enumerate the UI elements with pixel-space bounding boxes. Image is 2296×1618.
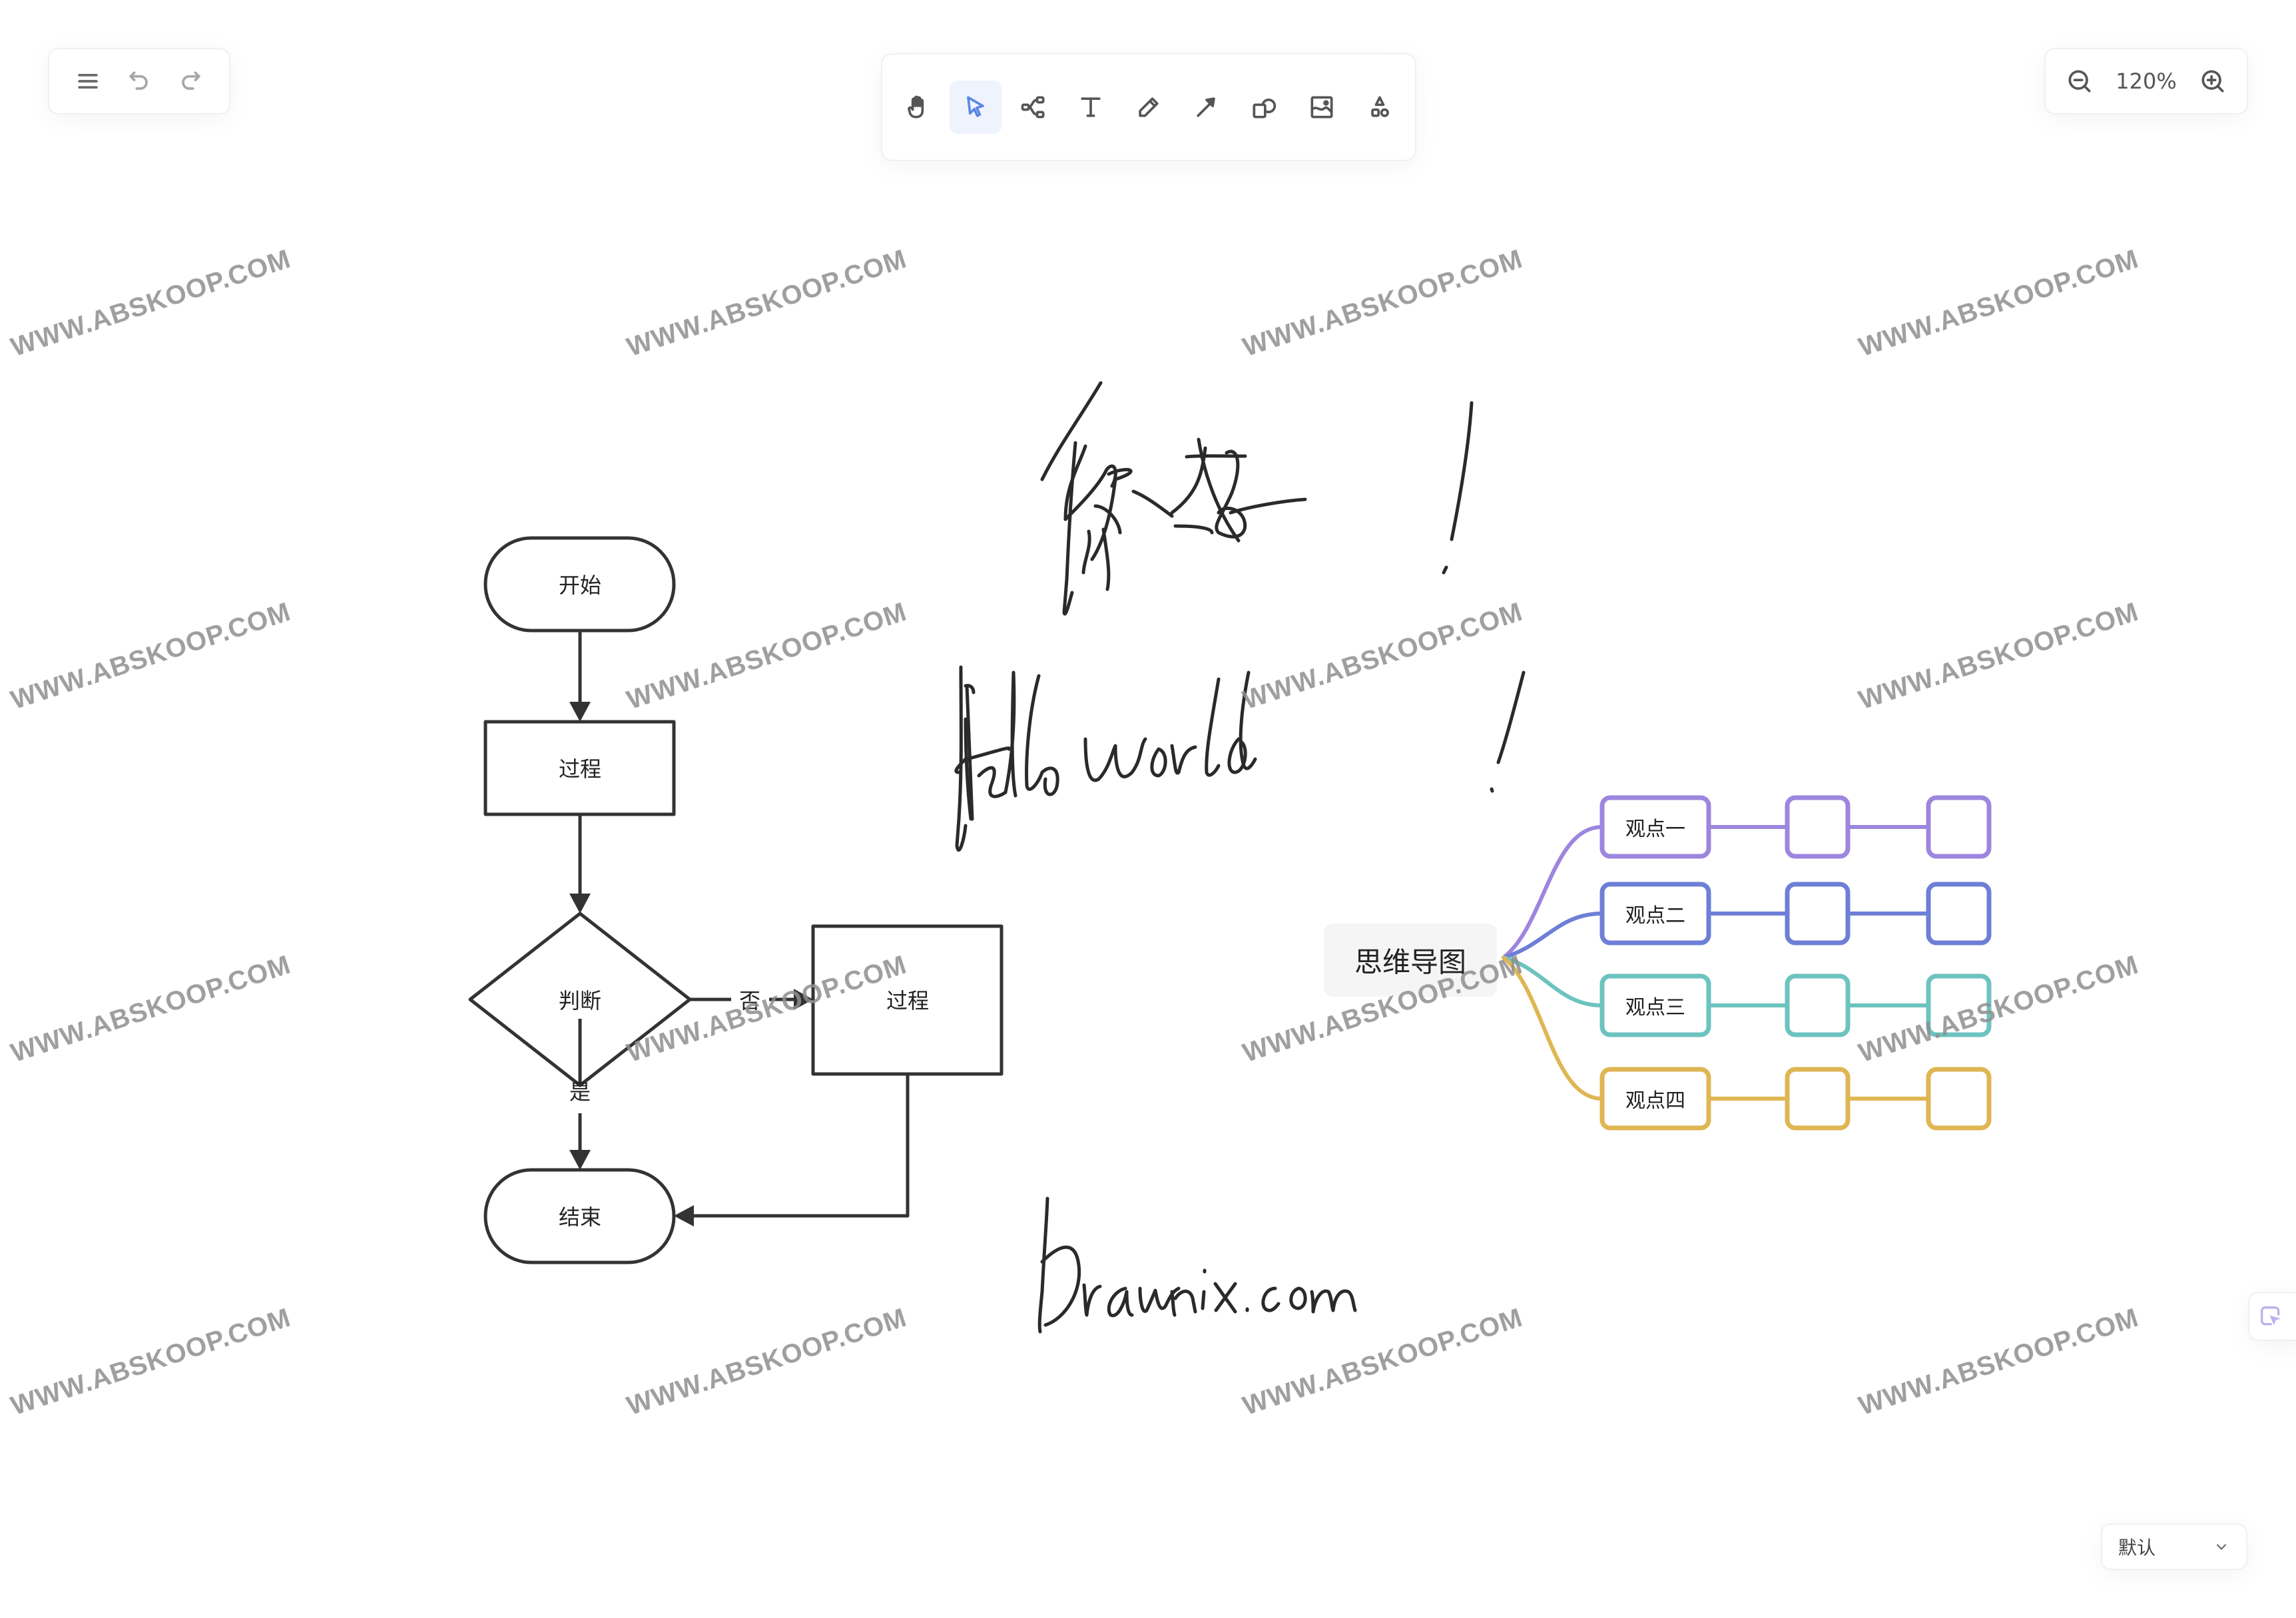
zoom-in-button[interactable] [2191, 59, 2235, 103]
mindmap-node-2[interactable] [1599, 882, 1711, 945]
side-pointer-button[interactable] [2249, 1293, 2296, 1340]
tool-image[interactable] [1296, 81, 1348, 134]
mindmap-branches [1502, 825, 1930, 1101]
arrow-icon [1197, 97, 1215, 117]
theme-select[interactable]: 默认 [2102, 1525, 2246, 1569]
zoom-out-button[interactable] [2058, 59, 2102, 103]
mindmap-root-label: 思维导图 [1354, 945, 1467, 979]
theme-select-value: 默认 [2118, 1537, 2156, 1559]
tool-arrow[interactable] [1180, 81, 1233, 134]
tool-mind-map[interactable] [1007, 81, 1059, 134]
zoom-in-icon [2201, 70, 2224, 93]
flow-label-process-2: 过程 [886, 988, 930, 1013]
mindmap-root[interactable] [1324, 924, 1497, 997]
flow-node-process-1[interactable] [483, 720, 676, 816]
mindmap-node-4-grandchild[interactable] [1926, 1067, 1992, 1131]
flow-edge-process2-end[interactable] [693, 1074, 910, 1218]
flow-label-end: 结束 [558, 1205, 602, 1230]
mindmap-node-2-child[interactable] [1785, 882, 1851, 945]
mindmap-node-3[interactable] [1599, 973, 1711, 1037]
redo-button[interactable] [167, 58, 214, 105]
mind-map-icon [1021, 96, 1045, 119]
undo-button[interactable] [116, 58, 162, 105]
zoom-panel: 120% [2046, 49, 2247, 113]
tool-selection[interactable] [949, 81, 1002, 134]
mindmap-node-3-grandchild[interactable] [1926, 973, 1992, 1037]
mindmap-node-4-label: 观点四 [1625, 1089, 1685, 1113]
mindmap-node-1[interactable] [1599, 795, 1711, 859]
zoom-level[interactable]: 120% [2116, 69, 2177, 94]
mindmap-node-2-grandchild[interactable] [1926, 882, 1992, 945]
chevron-down-icon [2216, 1543, 2227, 1550]
mindmap-node-4[interactable] [1599, 1067, 1711, 1131]
mindmap-node-2-label: 观点二 [1625, 904, 1685, 928]
tool-shape[interactable] [1238, 81, 1291, 134]
mindmap-node-3-child[interactable] [1785, 973, 1851, 1037]
pointer-icon [967, 96, 984, 117]
zoom-out-icon [2068, 70, 2091, 93]
pencil-icon [1139, 97, 1159, 117]
arrowhead-icon [794, 989, 813, 1010]
shape-icon [1253, 99, 1277, 119]
mindmap[interactable] [1324, 795, 1992, 1131]
mindmap-node-1-grandchild[interactable] [1926, 795, 1992, 859]
app-menu-panel [49, 49, 229, 113]
flowchart[interactable] [468, 536, 1004, 1264]
handwriting-hello-world[interactable] [954, 665, 1526, 852]
mindmap-node-1-child[interactable] [1785, 795, 1851, 859]
flow-label-start: 开始 [558, 573, 602, 598]
flow-edge-label-yes: 是 [569, 1079, 591, 1105]
mindmap-node-4-child[interactable] [1785, 1067, 1851, 1131]
undo-icon [129, 71, 148, 90]
tool-text[interactable] [1065, 81, 1117, 134]
extra-shapes-icon [1370, 96, 1389, 117]
hamburger-menu-icon [78, 74, 98, 89]
flow-node-end[interactable] [483, 1168, 676, 1264]
handwriting-nihao[interactable] [1040, 381, 1474, 616]
menu-button[interactable] [65, 58, 111, 105]
tool-pen[interactable] [1123, 81, 1175, 134]
arrowhead-icon [569, 702, 591, 722]
arrowhead-icon [569, 1150, 591, 1170]
pointer-square-icon [2261, 1306, 2281, 1326]
arrowhead-icon [674, 1205, 694, 1226]
hand-icon [908, 95, 924, 119]
arrowhead-icon [569, 894, 591, 914]
text-icon [1081, 97, 1101, 117]
image-icon [1310, 96, 1333, 119]
main-toolbar [882, 55, 1415, 160]
mindmap-node-1-label: 观点一 [1625, 818, 1685, 841]
handwriting-drawnix[interactable] [1037, 1197, 1357, 1334]
mindmap-node-3-label: 观点三 [1625, 996, 1685, 1019]
flow-label-process-1: 过程 [558, 756, 602, 782]
tool-extra[interactable] [1353, 81, 1406, 134]
flow-edge-label-no: 否 [738, 988, 761, 1013]
redo-icon [181, 71, 200, 90]
tool-hand[interactable] [892, 81, 944, 134]
flow-label-decision: 判断 [558, 988, 602, 1013]
flow-node-process-2[interactable] [811, 924, 1004, 1076]
